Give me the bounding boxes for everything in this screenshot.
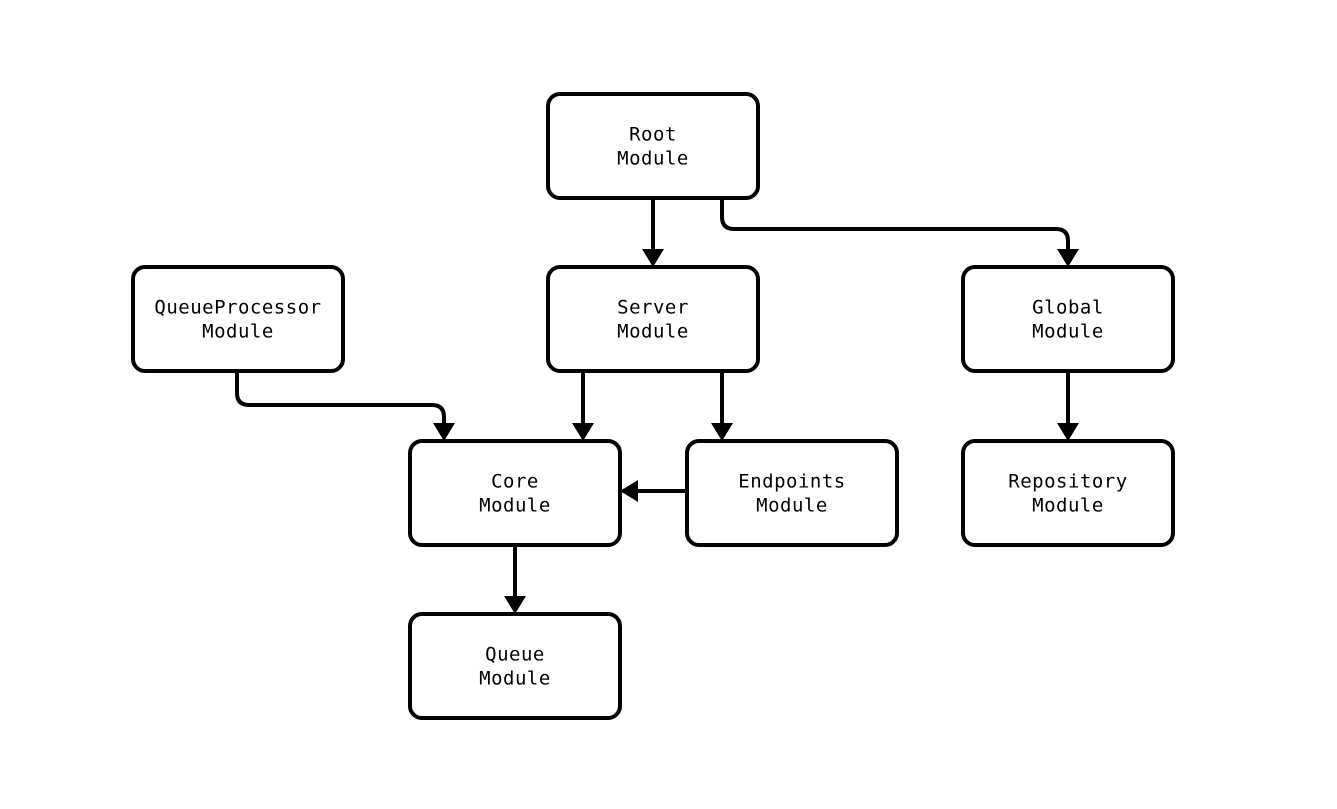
node-box[interactable] <box>546 265 760 373</box>
node-label-line2: Module <box>617 321 689 343</box>
edge-line <box>720 196 1070 249</box>
arrow-head-icon <box>1057 423 1079 441</box>
edge-global-to-repository <box>1057 371 1079 441</box>
node-box[interactable] <box>961 439 1175 547</box>
node-box[interactable] <box>685 439 899 547</box>
node-box[interactable] <box>408 612 622 720</box>
node-label-line2: Module <box>202 321 274 343</box>
node-box[interactable] <box>408 439 622 547</box>
node-label-line2: Module <box>756 495 828 517</box>
edge-server-to-endpoints <box>711 371 733 441</box>
edge-root-to-server <box>642 196 664 267</box>
node-box[interactable] <box>131 265 345 373</box>
arrow-head-icon <box>711 423 733 441</box>
node-label-line1: Global <box>1032 297 1104 319</box>
node-label-line1: Server <box>617 297 689 319</box>
arrow-head-icon <box>1057 249 1079 267</box>
node-label-line1: Queue <box>485 644 545 666</box>
arrow-head-icon <box>433 423 455 441</box>
node-box[interactable] <box>546 92 760 200</box>
node-label-line2: Module <box>1032 321 1104 343</box>
node-label-line1: QueueProcessor <box>154 297 321 319</box>
nodes-layer: RootModuleQueueProcessorModuleServerModu… <box>131 92 1175 720</box>
edge-queueprocessor-to-core <box>235 371 455 441</box>
node-label-line1: Repository <box>1008 471 1127 493</box>
edge-line <box>235 371 446 423</box>
arrow-head-icon <box>504 596 526 614</box>
node-label-line2: Module <box>479 668 551 690</box>
edges-layer <box>235 196 1079 614</box>
node-label-line2: Module <box>1032 495 1104 517</box>
edge-endpoints-to-core <box>620 480 687 502</box>
node-label-line2: Module <box>479 495 551 517</box>
arrow-head-icon <box>572 423 594 441</box>
edge-root-to-global <box>720 196 1079 267</box>
edge-server-to-core <box>572 371 594 441</box>
arrow-head-icon <box>620 480 638 502</box>
node-label-line1: Endpoints <box>738 471 845 493</box>
node-label-line1: Core <box>491 471 539 493</box>
arrow-head-icon <box>642 249 664 267</box>
edge-core-to-queue <box>504 544 526 614</box>
node-label-line2: Module <box>617 148 689 170</box>
node-box[interactable] <box>961 265 1175 373</box>
node-label-line1: Root <box>629 124 677 146</box>
